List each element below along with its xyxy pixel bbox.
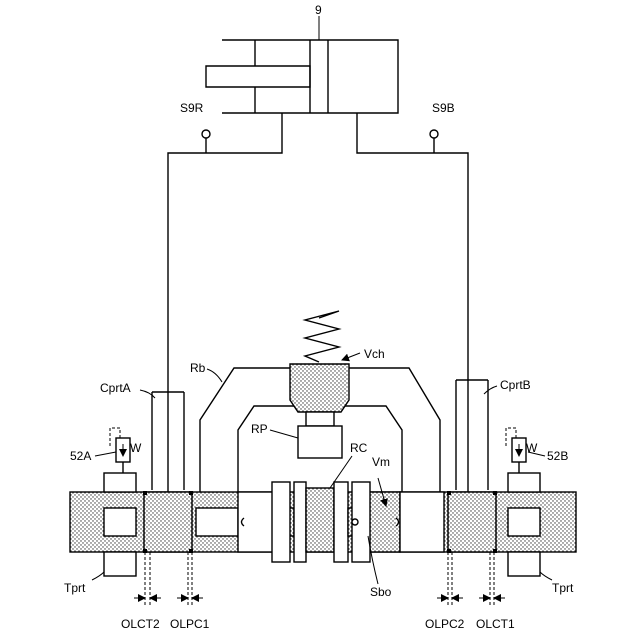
- dim-olct1-label: OLCT1: [476, 617, 515, 631]
- relief-valve-b: W: [506, 428, 538, 473]
- spool-bore-label: Sbo: [370, 585, 392, 599]
- check-valve-label: Vch: [364, 347, 385, 361]
- dim-olpc2-label: OLPC2: [425, 617, 465, 631]
- sensor-right-label: S9B: [432, 101, 455, 115]
- dim-olct2-label: OLCT2: [121, 617, 160, 631]
- relief-b-label: 52B: [547, 449, 568, 463]
- port-a-label: CprtA: [100, 381, 131, 395]
- tank-right-label: Tprt: [552, 581, 574, 595]
- sensor-left-label: S9R: [180, 101, 204, 115]
- reaction-piston: [298, 412, 342, 458]
- chamber-label: RC: [350, 441, 368, 455]
- port-channel-b: [456, 380, 488, 490]
- cylinder-label: 9: [315, 3, 322, 17]
- piston-label: RP: [251, 422, 268, 436]
- passage-b-label: Rb: [190, 361, 206, 375]
- hydraulic-cylinder: [206, 16, 398, 113]
- pressure-sensor-right: S9B: [432, 101, 455, 115]
- relief-a-label: 52A: [70, 449, 91, 463]
- dimension-lines: [134, 552, 505, 606]
- valve-m-label: Vm: [372, 455, 390, 469]
- relief-valve-a: W: [110, 428, 142, 473]
- relief-a-spring-label: W: [130, 441, 142, 455]
- tank-left-label: Tprt: [64, 581, 86, 595]
- pressure-sensor-left: S9R: [180, 101, 204, 115]
- port-b-label: CprtB: [500, 378, 531, 392]
- tank-port-right: [508, 473, 540, 576]
- tank-port-left: [104, 473, 136, 576]
- check-valve: [290, 311, 349, 412]
- dim-olpc1-label: OLPC1: [170, 617, 210, 631]
